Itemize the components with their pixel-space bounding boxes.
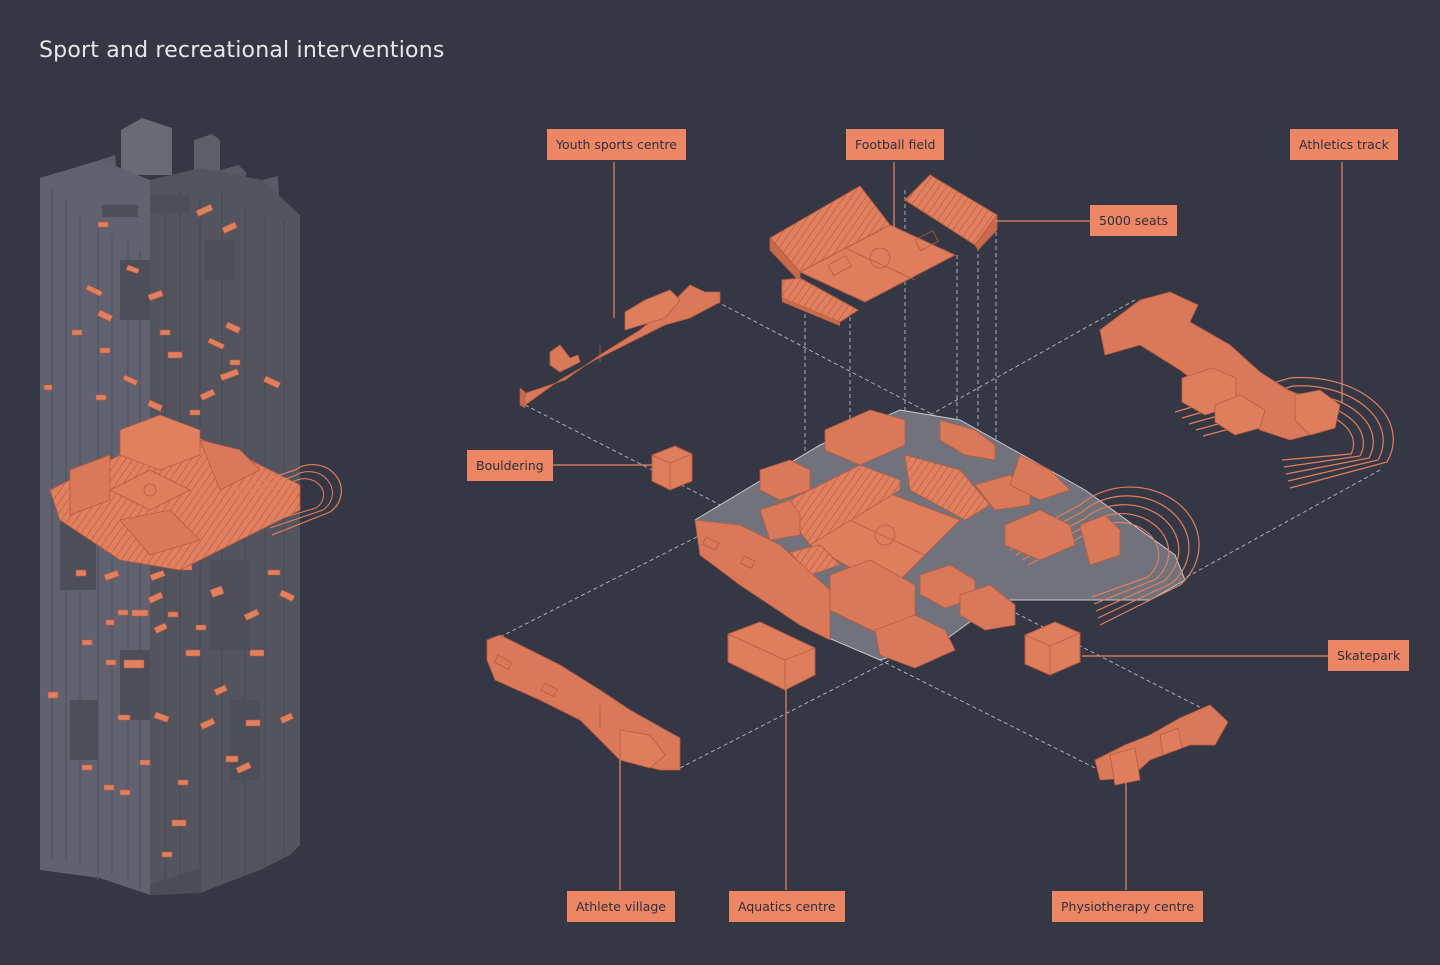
youth-sports-centre-model	[519, 284, 721, 409]
label-skatepark: Skatepark	[1328, 640, 1410, 671]
callout-leader-lines	[550, 162, 1343, 890]
football-field-pitch	[798, 224, 957, 303]
athletics-track-model	[1099, 291, 1394, 489]
tower-sports-level	[49, 414, 342, 571]
label-bouldering: Bouldering	[467, 450, 553, 481]
tower-model	[40, 118, 342, 895]
football-stand-top	[769, 174, 998, 284]
label-5000-seats: 5000 seats	[1090, 205, 1178, 236]
label-football-field: Football field	[846, 129, 945, 160]
page-title: Sport and recreational interventions	[39, 38, 445, 63]
physiotherapy-centre-model	[1094, 704, 1229, 786]
bouldering-model	[651, 445, 693, 491]
football-stand-front	[781, 277, 859, 326]
label-athlete-village: Athlete village	[567, 891, 675, 922]
label-athletics-track: Athletics track	[1290, 129, 1398, 160]
label-physiotherapy-centre: Physiotherapy centre	[1052, 891, 1204, 922]
central-site-plan	[694, 409, 1200, 669]
skatepark-model	[1024, 621, 1081, 676]
label-youth-sports-centre: Youth sports centre	[547, 129, 686, 160]
athlete-village-model	[486, 634, 681, 771]
aquatics-centre-model	[727, 621, 816, 691]
label-aquatics-centre: Aquatics centre	[729, 891, 845, 922]
